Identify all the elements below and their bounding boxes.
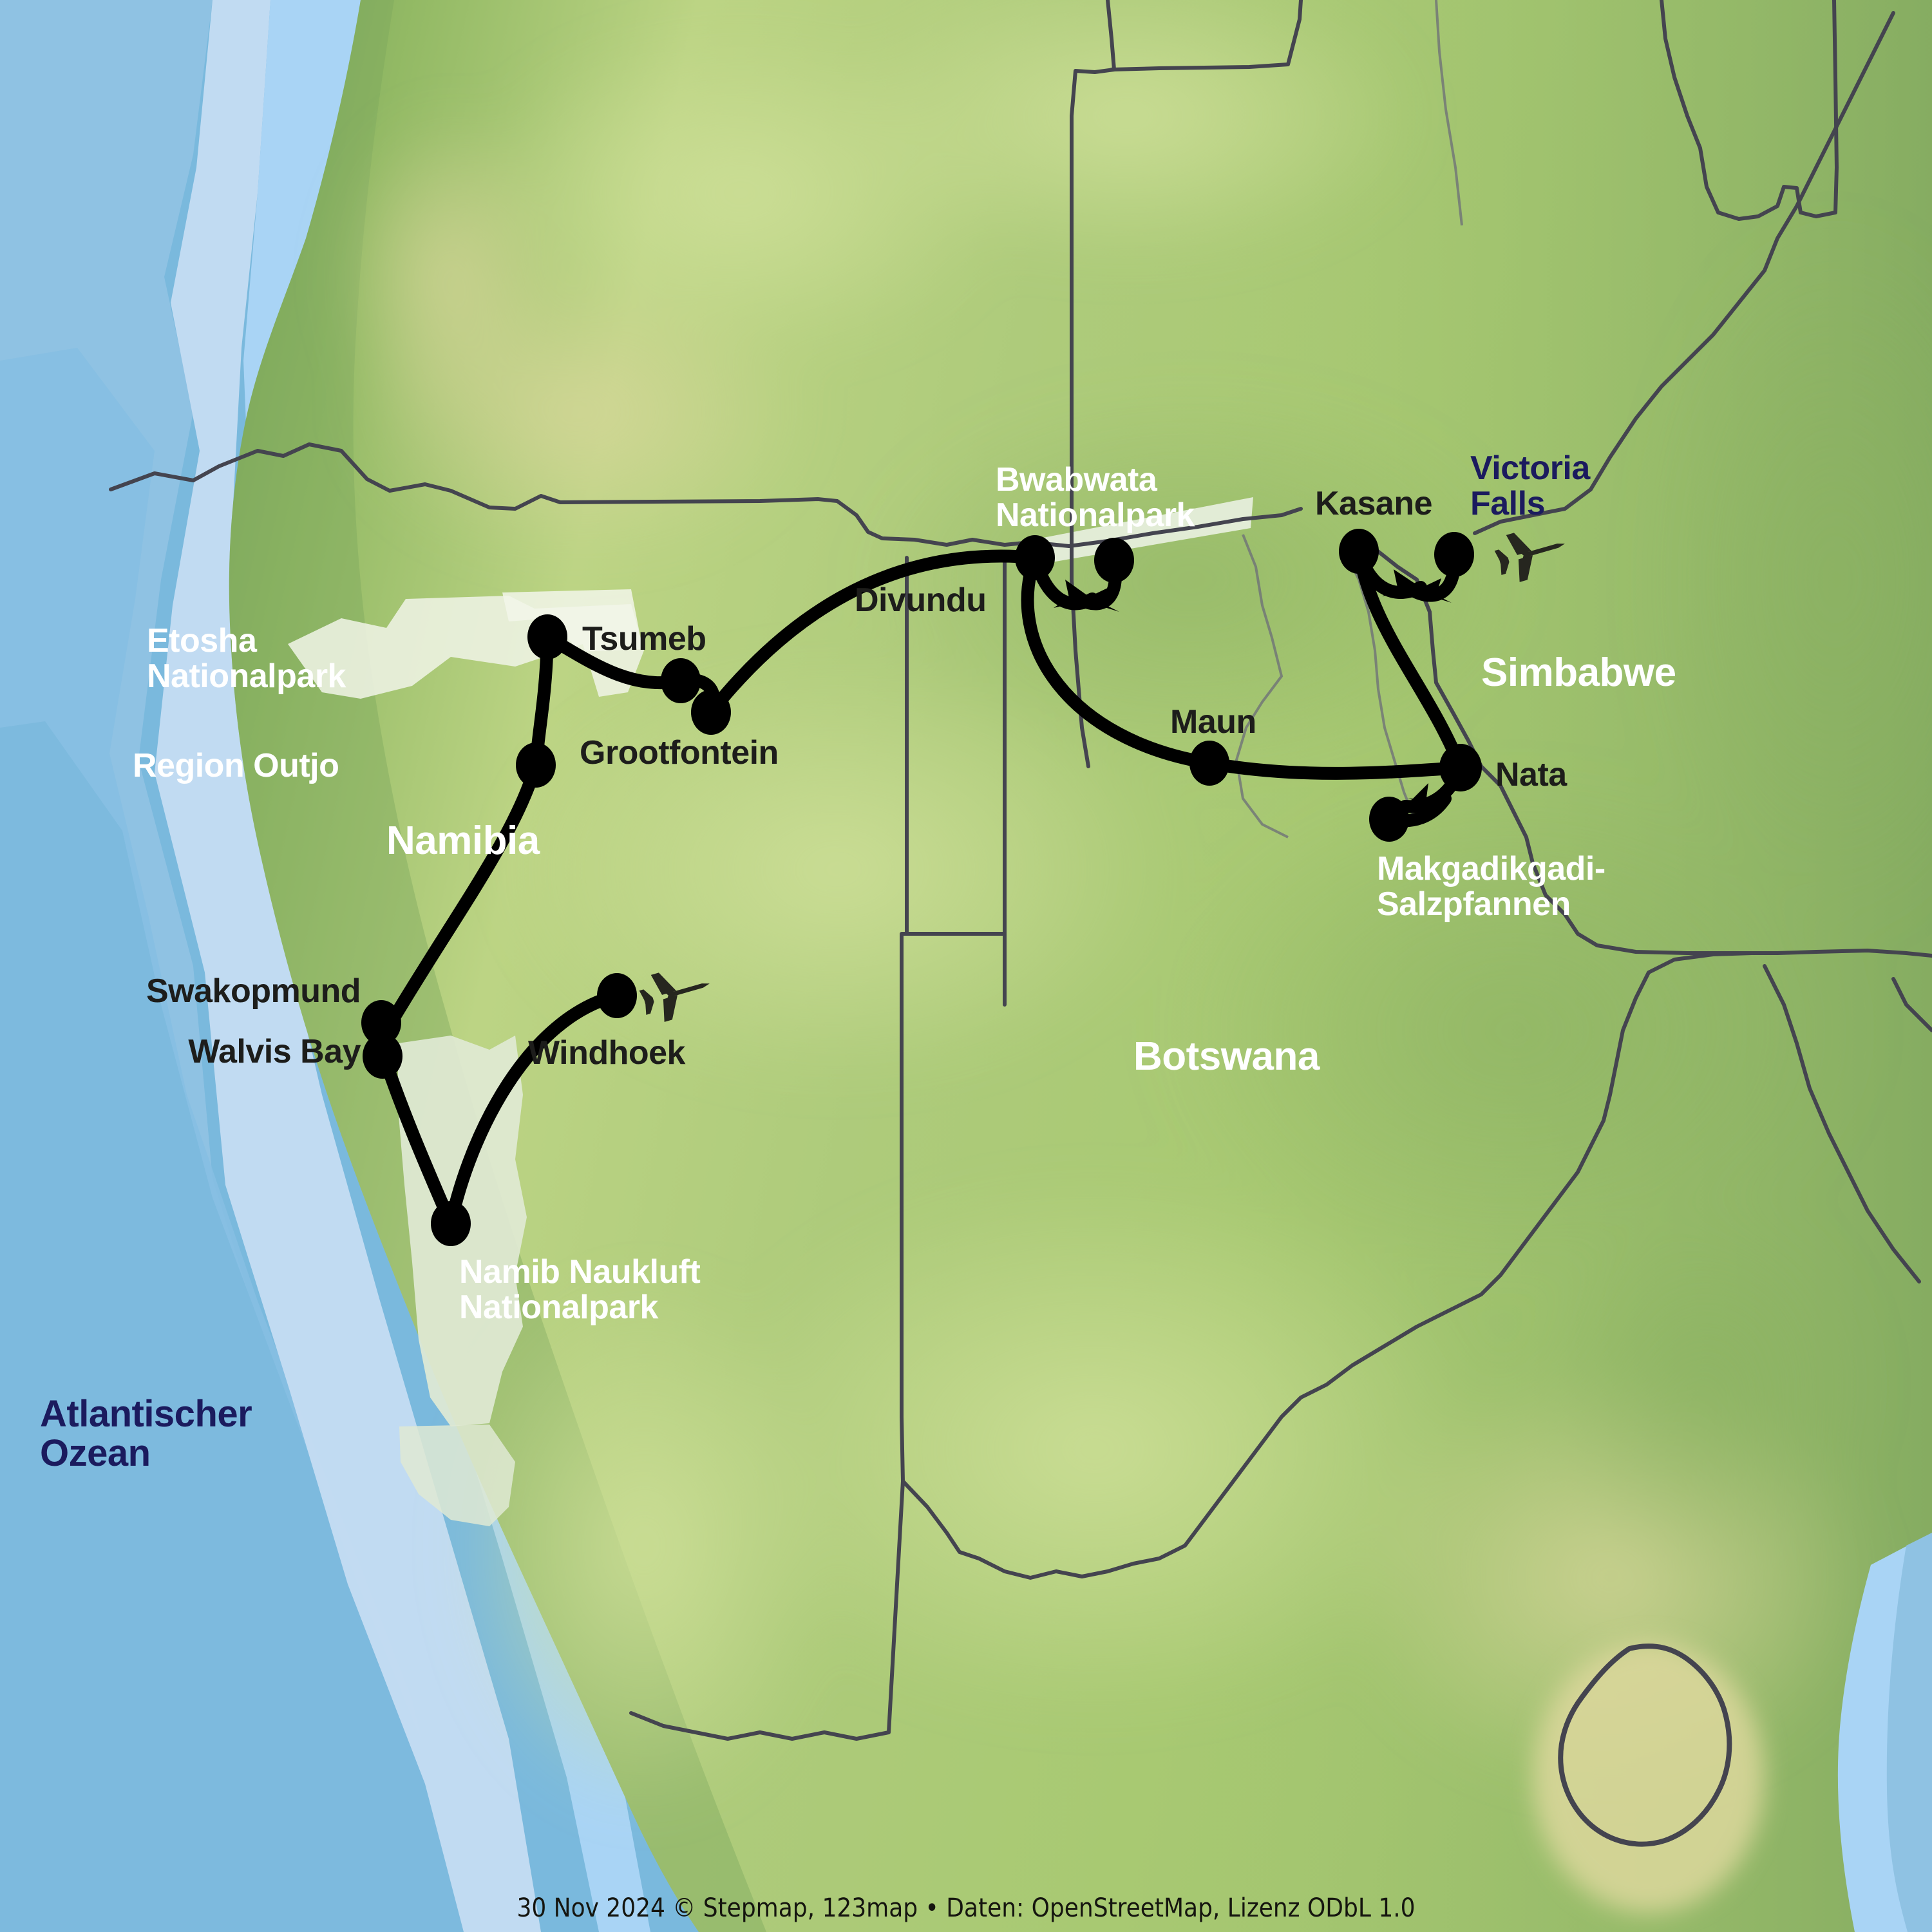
bathymetry-band-shelf: [97, 0, 541, 1932]
marker-tsumeb: [661, 658, 701, 703]
route-maun-nata: [1203, 757, 1467, 780]
bathymetry-band-2: [0, 721, 477, 1932]
park-label-bwabwata-nationalpark: Bwabwata Nationalpark: [996, 461, 1195, 535]
place-label-swakopmund: Swakopmund: [146, 972, 361, 1010]
route-grootfontein-bwabwata: [705, 549, 1041, 719]
place-label-divundu: Divundu: [855, 582, 987, 619]
plane-icons: [639, 533, 1565, 1022]
place-label-kasane: Kasane: [1315, 485, 1433, 522]
route-arrowheads: [1054, 569, 1452, 822]
arrowhead-bwabwata-2: [1082, 587, 1119, 612]
water-label-atlantischer-ozean: Atlantischer Ozean: [40, 1393, 252, 1475]
arrowhead-makgadikgadi-1: [1405, 783, 1443, 808]
marker-namib-naukluft: [431, 1201, 471, 1246]
arrowhead-kasane-1: [1382, 569, 1421, 596]
border-botswana-southafrica: [901, 1273, 1502, 1580]
border-zambia-zimbabwe: [1473, 11, 1895, 535]
marker-grootfontein: [691, 690, 731, 735]
route-bwabwata-maun: [1021, 551, 1216, 770]
place-label-maun: Maun: [1170, 703, 1256, 741]
arrowhead-kasane-2: [1414, 578, 1452, 603]
marker-nata: [1439, 744, 1482, 791]
bwabwata-park-area: [1025, 497, 1253, 567]
arrowhead-makgadikgadi-2: [1408, 799, 1445, 822]
place-label-nata: Nata: [1495, 756, 1567, 793]
park-label-namib-naukluft-nationalpark: Namib Naukluft Nationalpark: [459, 1253, 701, 1327]
place-label-tsumeb: Tsumeb: [582, 620, 706, 658]
marker-walvis-bay: [363, 1034, 402, 1079]
border-zambia-drc: [1660, 0, 1839, 221]
route-nata-kasane: [1352, 545, 1467, 774]
marker-bwabwata: [1094, 538, 1134, 583]
rivers-layer: [1235, 0, 1463, 838]
arrowhead-bwabwata-1: [1054, 580, 1092, 608]
coastal-escarpment: [229, 0, 766, 1932]
marker-windhoek: [597, 973, 637, 1018]
airplane-icon-victoria-falls: [1494, 533, 1565, 582]
country-label-simbabwe: Simbabwe: [1481, 650, 1676, 695]
border-zimbabwe-mozambique: [1763, 964, 1921, 1283]
border-angola-zambia-top: [1110, 0, 1303, 71]
namib-naukluft-park-area-2: [399, 1425, 515, 1526]
marker-kasane: [1339, 529, 1379, 574]
border-mozambique-north: [1891, 977, 1932, 1032]
marker-etosha: [527, 614, 567, 659]
border-angola-zambia: [1070, 0, 1116, 768]
park-label-makgadikgadi-salzpfannen: Makgadikgadi- Salzpfannen: [1377, 850, 1605, 923]
map-attribution-footer: 30 Nov 2024 © Stepmap, 123map • Daten: O…: [516, 1893, 1416, 1923]
marker-victoria-falls: [1434, 532, 1474, 577]
route-namib-windhoek: [444, 989, 623, 1230]
border-botswana-zimbabwe: [1371, 545, 1754, 955]
marker-maun: [1189, 741, 1229, 786]
indian-ocean-deep: [1886, 1533, 1932, 1932]
marker-divundu: [1015, 535, 1055, 580]
border-angola-namibia: [109, 442, 1071, 548]
place-label-victoria-falls: Victoria Falls: [1470, 450, 1590, 523]
border-zimbabwe-east: [1750, 949, 1932, 958]
place-label-windhoek: Windhoek: [528, 1034, 685, 1072]
marker-swakopmund: [361, 1000, 401, 1045]
etosha-park-area-2: [502, 589, 643, 652]
place-label-grootfontein: Grootfontein: [580, 734, 779, 772]
border-botswana-zimbabwe-east: [1499, 951, 1754, 1277]
country-label-botswana: Botswana: [1133, 1034, 1320, 1079]
route-outjo-walvisbay: [380, 759, 542, 1037]
park-label-etosha-nationalpark: Etosha Nationalpark: [147, 622, 346, 696]
marker-region-outjo: [516, 743, 556, 788]
park-label-region-outjo: Region Outjo: [133, 747, 339, 784]
airplane-icon-windhoek: [639, 972, 710, 1022]
place-label-walvis-bay: Walvis Bay: [188, 1033, 361, 1070]
border-lesotho: [1558, 1643, 1732, 1847]
country-label-namibia: Namibia: [386, 819, 540, 863]
location-markers: [361, 529, 1482, 1246]
lesotho-highland: [1533, 1642, 1765, 1913]
route-walvisbay-namib: [377, 1050, 457, 1230]
marker-makgadikgadi: [1369, 797, 1409, 842]
border-namibia-southafrica: [629, 1479, 905, 1741]
border-namibia-botswana: [900, 552, 1007, 1483]
